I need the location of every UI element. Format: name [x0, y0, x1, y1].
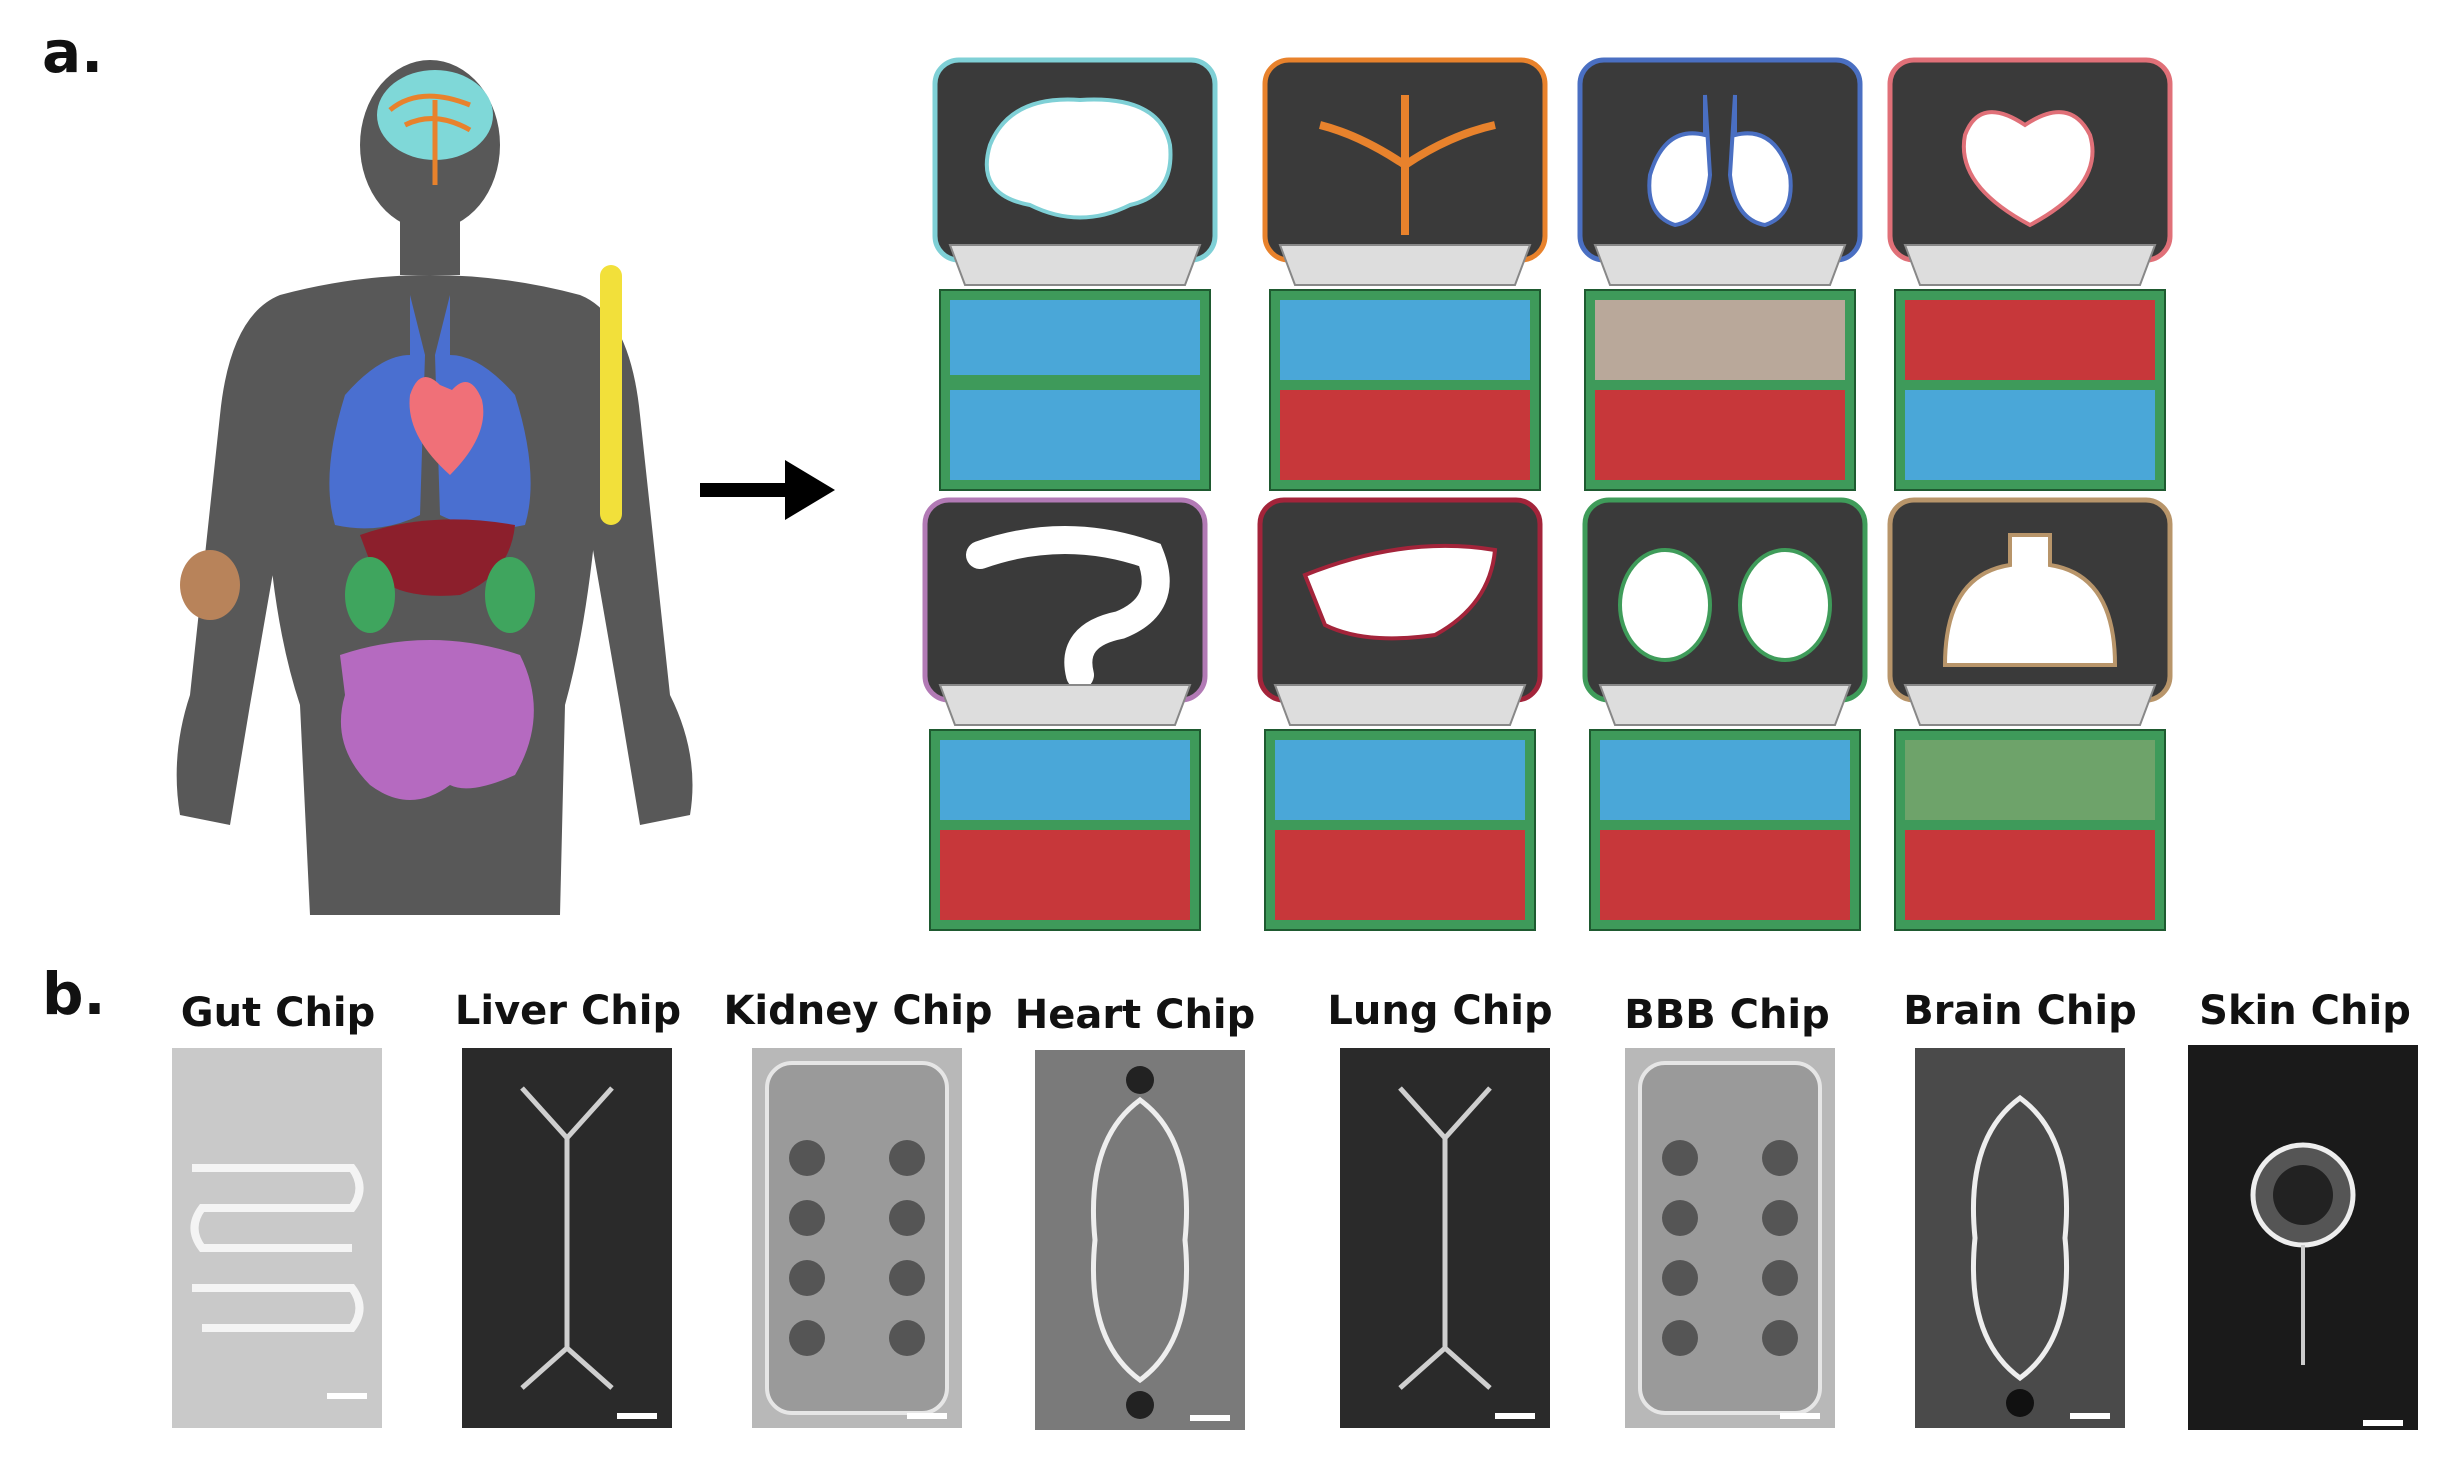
- organ-tile-lung: [1575, 55, 1865, 495]
- skin-patch-icon: [180, 550, 240, 620]
- chip-title-skin: Skin Chip: [2199, 988, 2411, 1034]
- chip-title-brain: Brain Chip: [1903, 988, 2137, 1034]
- panel-label-b: b.: [42, 960, 106, 1028]
- chip-photo-gut: [172, 1048, 382, 1428]
- chip-title-lung: Lung Chip: [1327, 988, 1553, 1034]
- organ-tile-skin: [1885, 495, 2175, 935]
- arrow-icon: [700, 460, 835, 520]
- chip-photo-skin: [2188, 1045, 2418, 1430]
- bone-icon: [600, 265, 622, 525]
- organ-tile-brain: [930, 55, 1220, 495]
- chip-photo-lung: [1340, 1048, 1550, 1428]
- chip-title-gut: Gut Chip: [180, 990, 376, 1036]
- heart-icon: [409, 377, 484, 475]
- chip-photo-kidney: [752, 1048, 962, 1428]
- chip-photo-bbb: [1625, 1048, 1835, 1428]
- chip-title-bbb: BBB Chip: [1624, 992, 1830, 1038]
- human-body-illustration: [176, 60, 693, 915]
- organ-tile-heart: [1885, 55, 2175, 495]
- lungs-icon: [329, 295, 531, 529]
- kidney-right-icon: [485, 557, 535, 633]
- chip-photo-brain: [1915, 1048, 2125, 1428]
- chip-photo-heart: [1035, 1050, 1245, 1430]
- chip-title-heart: Heart Chip: [1014, 992, 1256, 1038]
- intestine-icon: [340, 640, 534, 800]
- chip-title-liver: Liver Chip: [454, 988, 682, 1034]
- liver-icon: [360, 519, 515, 596]
- organ-tile-intestine: [920, 495, 1210, 935]
- organ-tile-vasculature: [1260, 55, 1550, 495]
- organ-tile-kidney: [1580, 495, 1870, 935]
- chip-photo-liver: [462, 1048, 672, 1428]
- panel-label-a: a.: [42, 18, 104, 86]
- organ-tile-liver: [1255, 495, 1545, 935]
- chip-title-kidney: Kidney Chip: [723, 988, 993, 1034]
- kidney-left-icon: [345, 557, 395, 633]
